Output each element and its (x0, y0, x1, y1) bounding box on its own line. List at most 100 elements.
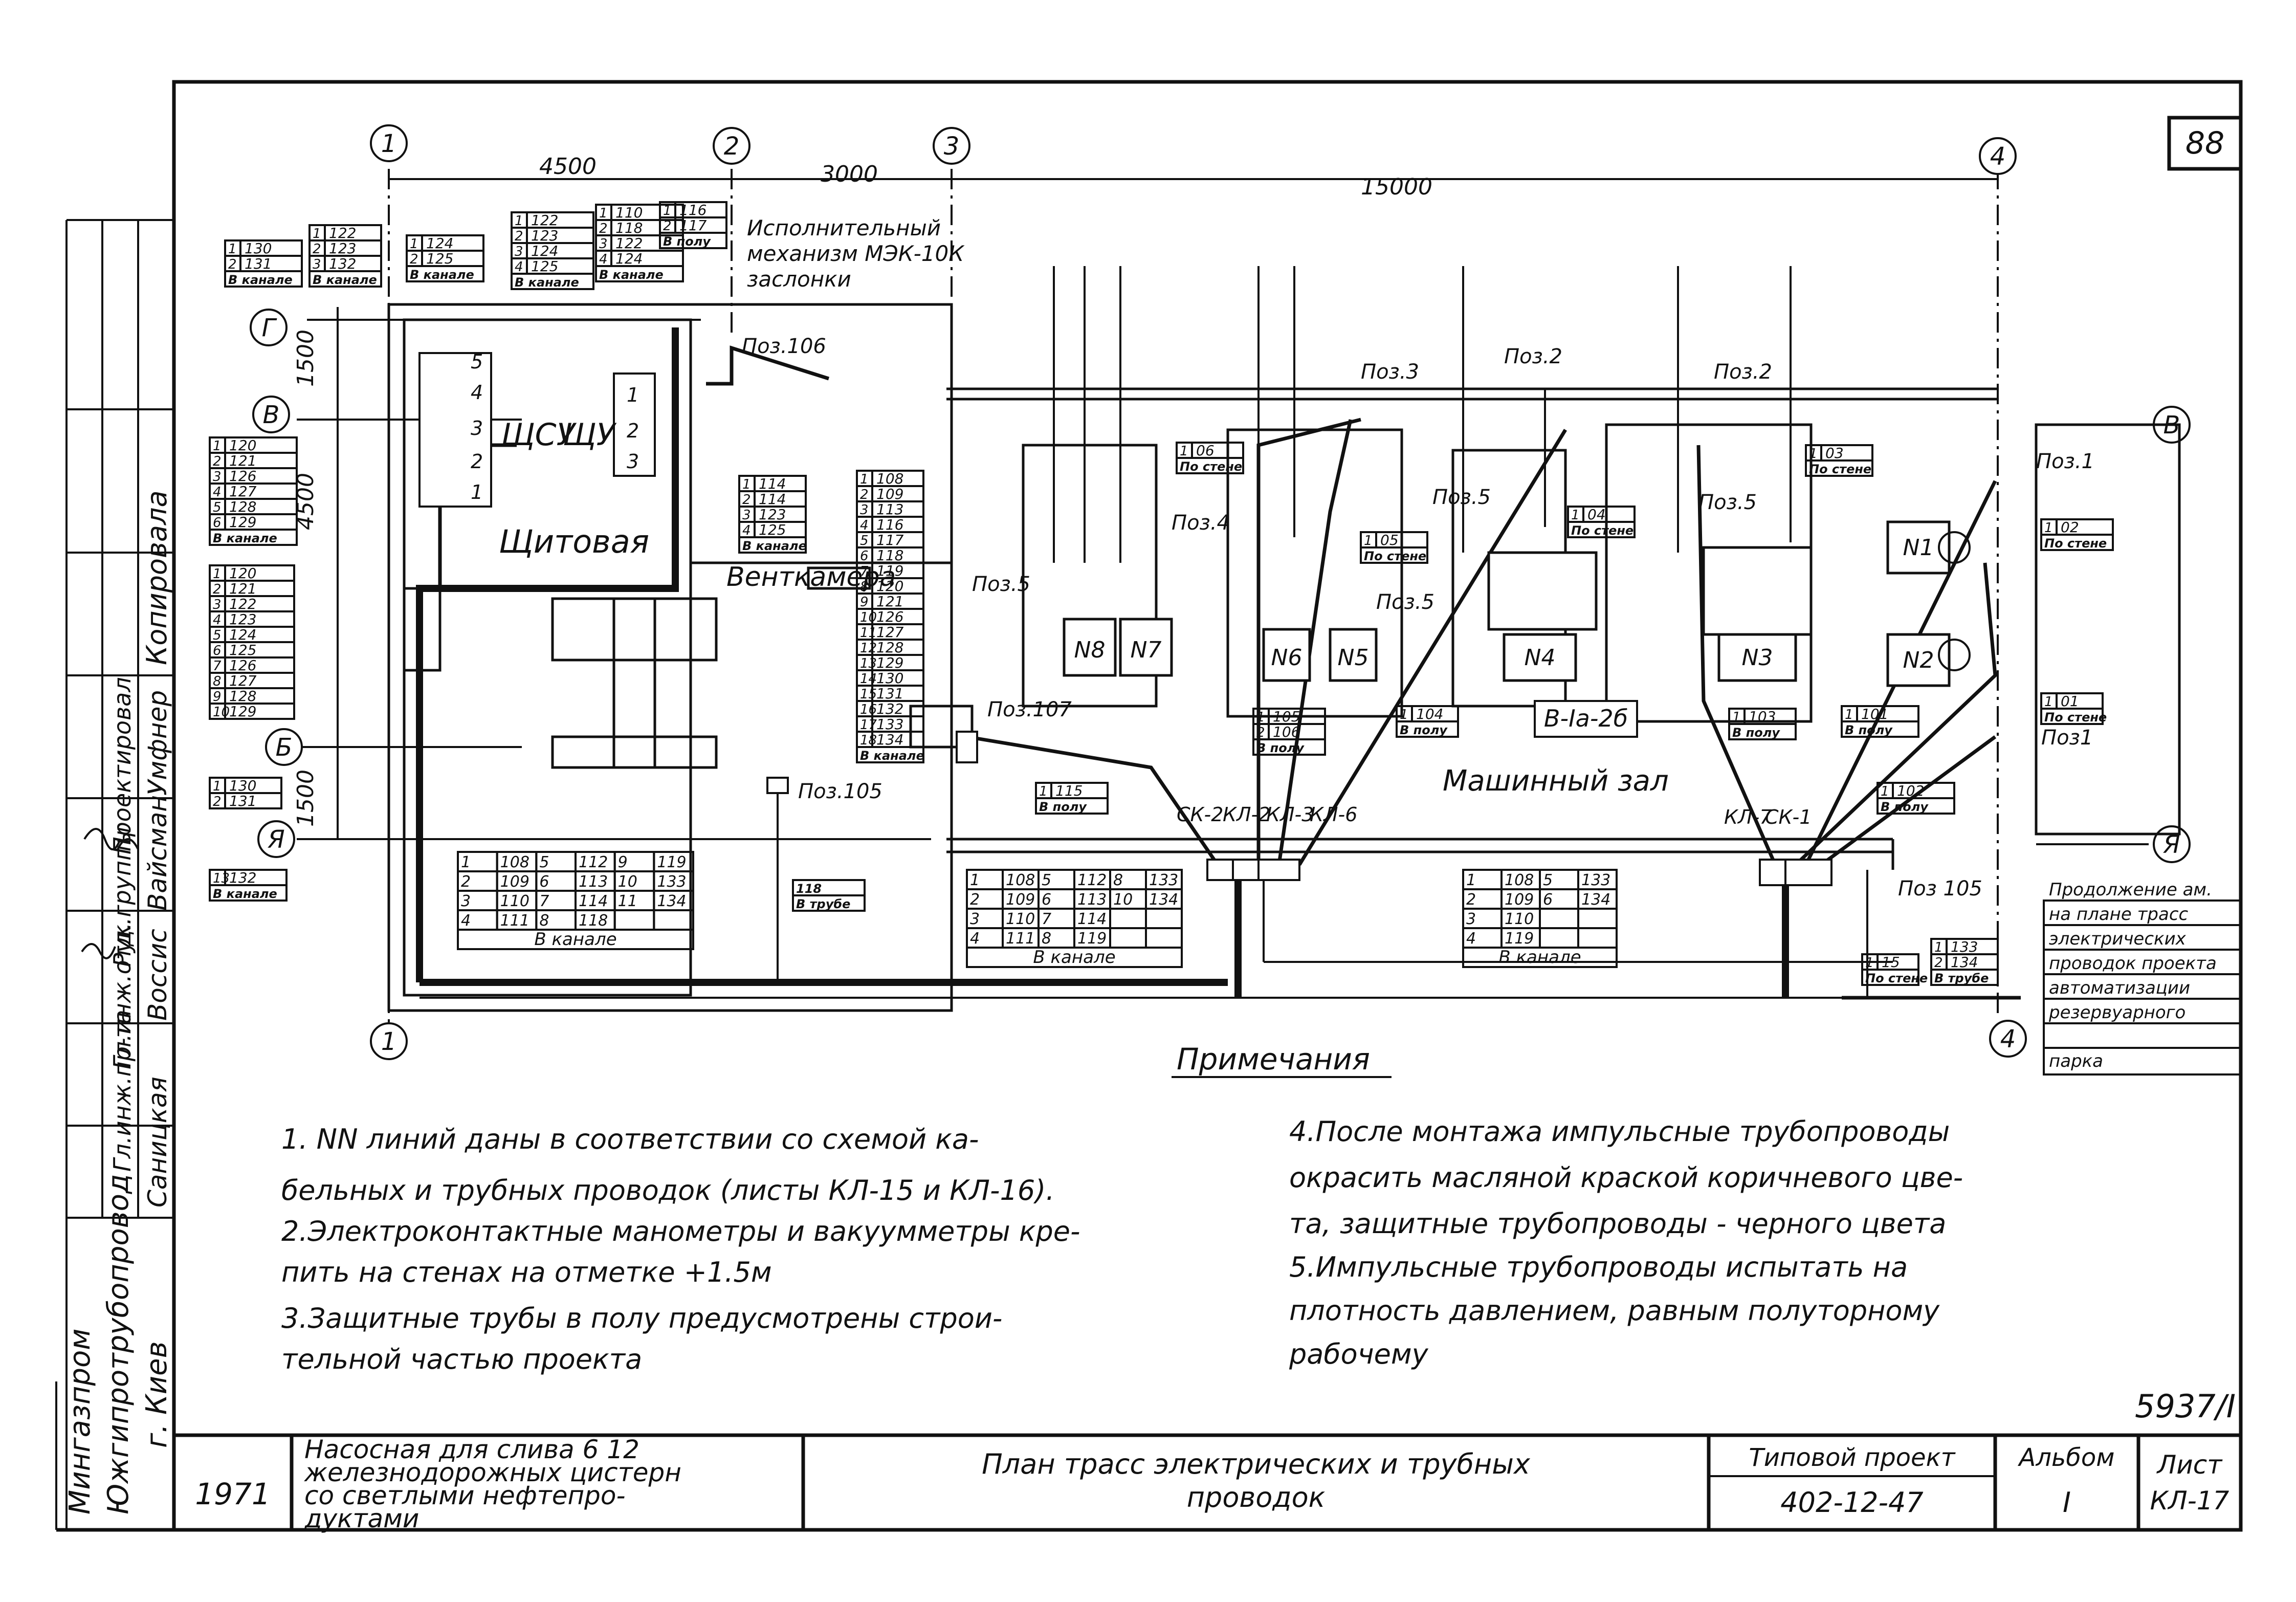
axis-marker-ya-left (257, 820, 295, 858)
box-sk1: СК-1 (1765, 806, 1812, 828)
pipes-top (1053, 266, 1792, 563)
axis-3-top: 3 (944, 132, 960, 161)
pump-n5: N5 (1338, 645, 1369, 671)
note-left-3: 2.Электроконтактные манометры и вакуумме… (281, 1215, 1080, 1247)
cable-tag-value: 127 (229, 672, 257, 689)
left-stamp-strip (65, 219, 174, 1530)
cable-tag-value: 105 (1273, 708, 1300, 725)
svg-text:2: 2 (627, 420, 639, 442)
cable-tag-value: В полу (1732, 726, 1780, 740)
cable-tag-index: 1 (1400, 707, 1408, 722)
note-left-1: 1. NN линий даны в соответствии со схемо… (281, 1123, 979, 1155)
cable-tag-cell (856, 746, 924, 763)
cable-tag-index: 3 (213, 597, 222, 612)
cable-tag-value: В полу (1256, 741, 1305, 755)
cable-tag-value: 113 (876, 501, 903, 518)
axis-marker-1-top (370, 124, 408, 162)
cable-tag-index: 5 (213, 628, 222, 643)
cable-tag-value: 124 (229, 626, 256, 643)
cable-tag-index: 4 (599, 252, 608, 267)
sheet-number: 88 (2185, 125, 2224, 161)
cable-box-labels: СК-2 КЛ-2 КЛ-3 КЛ-6 КЛ-7 СК-1 (1177, 803, 1812, 828)
cable-tag-index: 1 (742, 477, 751, 492)
notes-title: Примечания (1177, 1042, 1370, 1077)
label-shu: ЩУ (563, 417, 617, 453)
cable-tag-index: 16 (860, 702, 877, 717)
note-right-3: та, защитные трубопроводы - черного цвет… (1289, 1208, 1946, 1240)
cable-tag-value: По стене (1180, 459, 1242, 474)
cable-tag-index: 15 (860, 687, 877, 702)
cable-tag-index: 1 (1934, 940, 1943, 955)
cable-tag-value: 121 (229, 452, 256, 469)
cable-tag-index: 6 (213, 643, 222, 659)
cable-tag-value: В канале (213, 887, 277, 901)
org-3: г. Киев (140, 1341, 173, 1448)
cable-tag-index: 4 (860, 518, 869, 533)
cable-tag-index: 1 (1809, 446, 1818, 462)
channel-table-value: 114 (579, 892, 608, 910)
pump-n7: N7 (1131, 637, 1162, 663)
channel-table-value: 111 (1006, 930, 1035, 948)
cable-tag-value: 122 (531, 212, 558, 229)
svg-text:2: 2 (471, 450, 483, 473)
channel-table-value: 9 (618, 853, 628, 871)
svg-text:5: 5 (471, 350, 483, 373)
cable-tag-cell (2040, 708, 2104, 725)
channel-table-value: 2 (970, 891, 980, 909)
cable-tag-value: 120 (229, 437, 256, 454)
cable-tag-value: В канале (515, 275, 579, 290)
dim-1500-v-bottom: 1500 (293, 770, 319, 827)
name-3: Воссис (143, 929, 172, 1021)
cable-tag-index: 4 (742, 523, 751, 538)
cable-tag-value: 106 (1273, 723, 1300, 740)
pump-n6: N6 (1271, 645, 1302, 671)
cable-tag-cell (209, 884, 288, 902)
channel-table-value: 113 (579, 873, 608, 891)
pos-2b: Поз.2 (1714, 360, 1772, 384)
cable-tag-index: 1 (1865, 955, 1874, 971)
cable-tag-value: 125 (229, 642, 256, 659)
channel-table-value: 8 (539, 912, 549, 930)
pos-1: Поз.1 (2036, 450, 2094, 473)
axis-2-top: 2 (724, 132, 740, 161)
channel-table-cell (1145, 908, 1183, 929)
cable-tag-value: 132 (329, 255, 356, 272)
cable-tag-cell (209, 529, 298, 546)
channel-table-value: 6 (539, 873, 549, 891)
cable-tag-value: 130 (876, 670, 903, 687)
cable-tag-value: 129 (229, 703, 256, 720)
cable-tag-value: 123 (329, 240, 356, 257)
channel-table-value: 10 (1113, 891, 1133, 909)
cont-line-6: резервуарного (2048, 1002, 2185, 1023)
cable-tag-value: 130 (245, 240, 272, 257)
channel-table-value: 3 (461, 892, 471, 910)
cable-tag-value: 132 (876, 700, 903, 717)
cable-tag-value: 133 (876, 716, 903, 733)
channel-table-value: 8 (1042, 930, 1051, 948)
cable-tag-value: 124 (615, 250, 643, 267)
cable-tag-value: 122 (329, 225, 356, 242)
cable-tag-index: 2 (1256, 725, 1265, 740)
cable-tag-index: 1 (410, 236, 418, 252)
cable-tag-index: 2 (313, 242, 321, 257)
cable-tag-value: 128 (876, 639, 903, 656)
cable-tag-value: 125 (426, 250, 453, 267)
channel-table-cell (1109, 927, 1147, 949)
cable-tag-index: 3 (313, 257, 321, 272)
cont-line-2: на плане трасс (2049, 904, 2189, 925)
cable-tag-index: 1 (599, 206, 608, 221)
cable-tag-value: В канале (228, 273, 293, 287)
cont-line-5: автоматизации (2049, 978, 2190, 998)
channel-table-value: 3 (1466, 910, 1476, 928)
channel-table-value: 119 (657, 853, 686, 871)
